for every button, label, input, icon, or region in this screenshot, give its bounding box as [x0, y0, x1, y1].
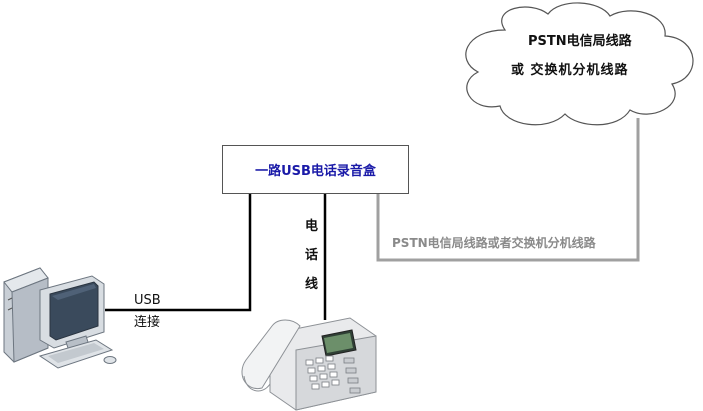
pstn-wire-label: PSTN电信局线路或者交换机分机线路: [392, 236, 596, 250]
usb-wire-label: USB: [134, 293, 161, 308]
desk-telephone-icon: [241, 317, 377, 411]
cloud-label-pstn: PSTN电信局线路: [528, 34, 632, 49]
cloud-shape: [465, 2, 694, 126]
phone-wire-label-char: 话: [305, 248, 319, 263]
pstn-wire: [376, 118, 640, 262]
usb-wire-label-sub: 连接: [134, 315, 161, 330]
cloud-label-extension: 或 交换机分机线路: [511, 63, 629, 78]
phone-wire-label-char: 电: [305, 219, 319, 234]
usb-wire: [105, 194, 252, 312]
phone-wire-label-char: 线: [305, 277, 319, 292]
desktop-computer-icon: [3, 267, 117, 369]
usb-recorder-box: 一路USB电话录音盒: [222, 145, 409, 194]
usb-recorder-box-label: 一路USB电话录音盒: [255, 164, 376, 179]
